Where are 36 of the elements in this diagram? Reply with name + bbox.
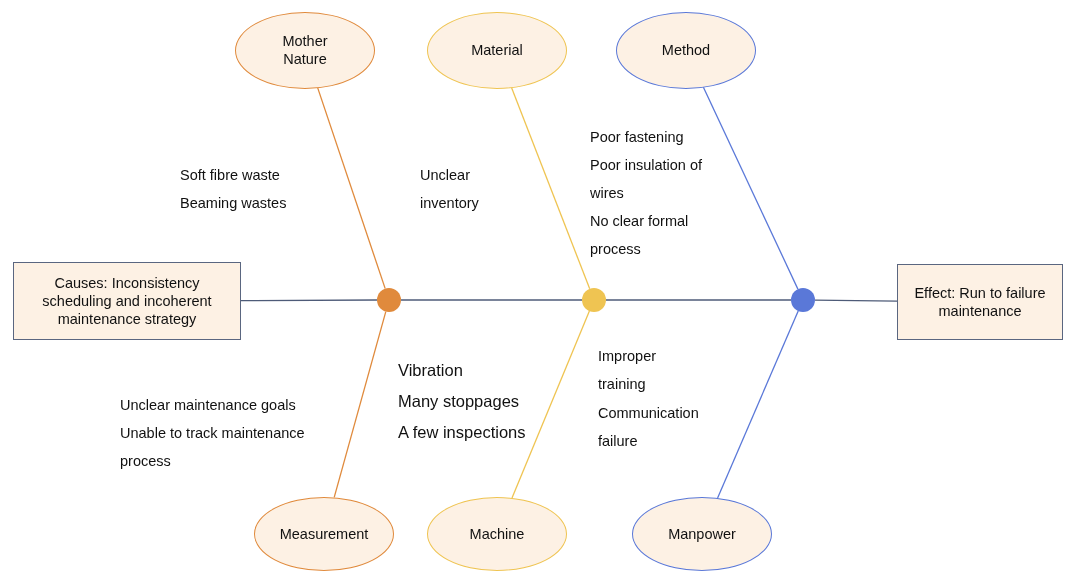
branch-line [333, 310, 387, 499]
junction-dot [377, 288, 401, 312]
category-label: Measurement [279, 524, 369, 544]
spine-line [605, 299, 792, 301]
cause-text: Unclear maintenance goals [120, 396, 296, 415]
branch-line [317, 87, 386, 290]
category-label: Method [661, 40, 711, 60]
cause-text: Improper training [598, 347, 658, 394]
cause-text: Vibration [398, 360, 463, 381]
cause-text: No clear formal process [590, 212, 690, 259]
cause-text: Soft fibre waste [180, 166, 280, 185]
problem-box [897, 264, 1063, 340]
category-label: Machine [469, 524, 525, 544]
spine-line [814, 299, 898, 302]
cause-text: Poor insulation of wires [590, 156, 704, 203]
cause-text: Communication failure [598, 404, 700, 451]
branch-line [511, 310, 591, 499]
cause-text: Many stoppages [398, 391, 520, 412]
cause-text: Beaming wastes [180, 194, 287, 213]
problem-box [13, 262, 241, 340]
branch-line [702, 86, 799, 290]
cause-text: Poor fastening [590, 128, 684, 147]
spine-line [400, 299, 583, 301]
cause-text: A few inspections [398, 422, 526, 443]
cause-text: Unclear inventory [420, 166, 480, 213]
junction-dot [582, 288, 606, 312]
branch-line [716, 310, 799, 499]
spine-line [240, 299, 378, 302]
box-text: Causes: Inconsistency scheduling and incoherent maintenance strategy [41, 273, 213, 329]
box-text: Effect: Run to failure maintenance [913, 283, 1047, 321]
junction-dot [791, 288, 815, 312]
category-label: Material [471, 40, 523, 60]
category-label: Mother Nature [282, 31, 328, 69]
cause-text: Unable to track maintenance process [120, 424, 306, 471]
category-label: Manpower [668, 524, 736, 544]
branch-line [510, 87, 591, 290]
